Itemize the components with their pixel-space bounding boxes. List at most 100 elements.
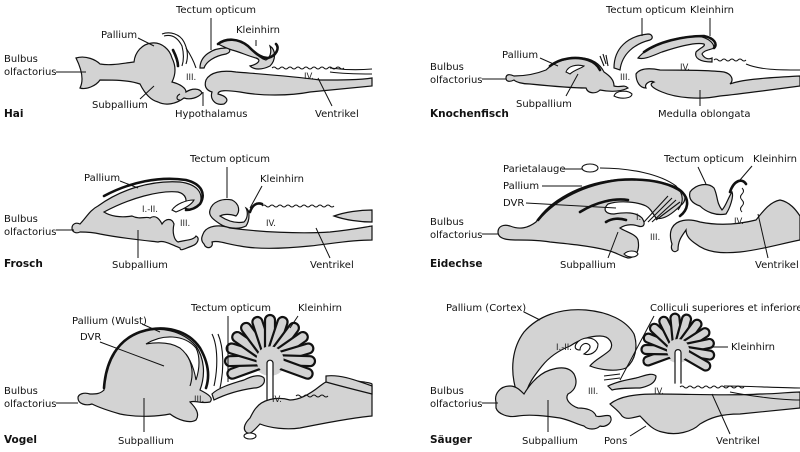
vogel-tectum-strip-2 [217, 333, 224, 389]
hai-leader-subpallium [139, 85, 155, 100]
knochenfisch-label-pallium: Pallium [502, 50, 538, 61]
saeuger-label-pallium: Pallium (Cortex) [446, 303, 526, 314]
eidechse-dvr-edge [578, 198, 630, 214]
hai-hypothalamus-stalk [176, 93, 181, 101]
vogel-pallium-edge [102, 327, 210, 390]
saeuger-cereb-folium [642, 332, 674, 353]
knochenfisch-label-bulbus-1: Bulbus [430, 62, 464, 73]
hai-brain-drawing [75, 32, 373, 105]
saeuger-roof-line-1 [723, 385, 800, 389]
eidechse-label-pallium: Pallium [503, 181, 539, 192]
knochenfisch-ventricle-roof-wavy [713, 58, 747, 62]
hai-label-pallium: Pallium [101, 30, 137, 41]
knochenfisch-label-subpallium: Subpallium [516, 99, 572, 110]
hai-leader-ventrikel [317, 77, 333, 107]
frosch-title: Frosch [4, 258, 43, 270]
vogel-label-tectum: Tectum opticum [190, 303, 271, 314]
vogel-label-v4: IV. [272, 395, 282, 405]
saeuger-label-bulbus-1: Bulbus [430, 386, 464, 397]
eidechse-parietal-stalk [599, 167, 683, 211]
hai-pallium-edge [171, 48, 180, 68]
frosch-leader-kleinhirn [249, 185, 263, 209]
hai-dorsal-curl-2 [163, 34, 185, 67]
eidechse-label-bulbus-2: olfactorius [430, 230, 483, 241]
panel-frosch: Frosch Bulbus olfactorius Pallium Subpal… [4, 154, 373, 271]
saeuger-colliculi-shape [606, 373, 657, 391]
hai-tectum-stalk [185, 47, 197, 69]
frosch-brainstem-shape [201, 225, 373, 249]
vogel-leader-dvr [99, 341, 165, 367]
saeuger-kleinhirn-shape [640, 312, 716, 384]
panel-saeuger: Säuger Bulbus olfactorius Pallium (Corte… [430, 303, 800, 447]
hai-roof-line-2 [329, 71, 373, 75]
hai-brainstem-shape [204, 70, 373, 105]
eidechse-leader-subpallium [607, 231, 619, 259]
eidechse-leader-ventrikel [757, 213, 769, 259]
eidechse-label-subpallium: Subpallium [560, 260, 616, 271]
eidechse-brainstem-shape [669, 199, 800, 254]
saeuger-label-subpallium: Subpallium [522, 436, 578, 447]
eidechse-label-parietalauge: Parietalauge [503, 164, 566, 175]
vogel-tectum-strip-1 [211, 333, 218, 387]
vogel-leader-kleinhirn [289, 315, 299, 329]
vogel-label-subpallium: Subpallium [118, 436, 174, 447]
frosch-forebrain-shape [71, 181, 202, 251]
saeuger-label-ventrikel: Ventrikel [716, 436, 760, 447]
eidechse-kleinhirn-edge [728, 179, 748, 194]
knochenfisch-hypophysis [613, 90, 633, 99]
saeuger-roof-line-2 [729, 391, 800, 401]
saeuger-cereb-folium [681, 348, 712, 372]
panel-knochenfisch: Knochenfisch Bulbus olfactorius Pallium … [430, 5, 800, 120]
hai-label-v4: IV. [304, 72, 314, 82]
vogel-leader-pallium [141, 323, 161, 333]
eidechse-hypophysis [623, 250, 639, 258]
eidechse-label-bulbus-1: Bulbus [430, 217, 464, 228]
hai-label-v3: III. [186, 73, 196, 83]
saeuger-label-bulbus-2: olfactorius [430, 399, 483, 410]
vogel-tectum-opticum-shape [211, 375, 265, 401]
vogel-label-dvr: DVR [80, 332, 101, 343]
hai-label-kleinhirn: Kleinhirn [236, 25, 280, 36]
frosch-label-bulbus-1: Bulbus [4, 214, 38, 225]
hai-label-tectum: Tectum opticum [175, 5, 256, 16]
saeuger-colliculi-lines [603, 373, 621, 381]
vogel-cereb-folium [266, 316, 289, 354]
saeuger-label-colliculi: Colliculi superiores et inferiores [650, 303, 800, 314]
hai-tectum-opticum-shape [199, 47, 231, 69]
vogel-label-kleinhirn: Kleinhirn [298, 303, 342, 314]
eidechse-kleinhirn-folds [740, 187, 744, 213]
frosch-brain-drawing [71, 177, 373, 251]
knochenfisch-leader-subpallium [565, 73, 579, 97]
frosch-label-tectum: Tectum opticum [189, 154, 270, 165]
vogel-label-bulbus-1: Bulbus [4, 386, 38, 397]
frosch-leader-ventrikel [315, 227, 331, 259]
frosch-leader-pallium [119, 180, 139, 189]
knochenfisch-kleinhirn-edge [642, 34, 717, 54]
eidechse-dvr-lower [604, 217, 628, 224]
knochenfisch-label-v3: III. [620, 73, 630, 83]
hai-bulbus-olfactorius-shape [75, 42, 203, 105]
hai-leader-pallium [137, 37, 155, 47]
vogel-cereb-folium [225, 342, 264, 364]
eidechse-label-v4: IV. [734, 217, 744, 227]
eidechse-leader-kleinhirn [739, 165, 753, 181]
saeuger-cortex-shape [512, 309, 637, 397]
frosch-label-kleinhirn: Kleinhirn [260, 174, 304, 185]
eidechse-label-v1: I. [636, 213, 641, 223]
hai-title: Hai [4, 108, 23, 120]
hai-kleinhirn-edge [216, 38, 279, 60]
eidechse-tectum-opticum-shape [689, 183, 734, 216]
knochenfisch-medulla-shape [635, 68, 800, 99]
vogel-ventricle-roof-wavy [295, 394, 329, 398]
saeuger-brainstem-shape [609, 391, 800, 435]
knochenfisch-label-tectum: Tectum opticum [605, 5, 686, 16]
frosch-label-pallium: Pallium [84, 173, 120, 184]
frosch-roof-plate [332, 209, 373, 223]
knochenfisch-brain-drawing [505, 33, 800, 99]
vogel-hypophysis [243, 432, 257, 440]
vogel-kleinhirn-shape [223, 313, 317, 402]
saeuger-cereb-folium [674, 313, 693, 346]
knochenfisch-pallium-fold [565, 64, 586, 75]
saeuger-label-v3: III. [588, 387, 598, 397]
